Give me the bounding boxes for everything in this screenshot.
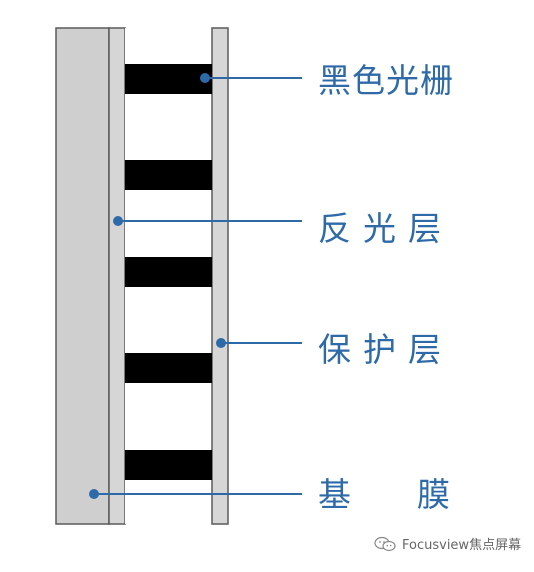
protective-layer bbox=[211, 27, 229, 525]
leader-reflective bbox=[113, 216, 302, 226]
base-film-layer bbox=[55, 27, 110, 525]
watermark-text: Focusview焦点屏幕 bbox=[402, 538, 522, 553]
grating-bar bbox=[125, 450, 212, 480]
label-black-grating: 黑色光栅 bbox=[318, 61, 454, 100]
grating-bar bbox=[125, 160, 212, 190]
watermark: Focusview焦点屏幕 bbox=[374, 534, 521, 553]
label-protective-layer: 保护层 bbox=[318, 330, 453, 369]
label-base-film: 基 膜 bbox=[318, 475, 450, 514]
leader-base-film bbox=[89, 489, 302, 499]
leader-dot bbox=[200, 73, 210, 83]
leader-dot bbox=[113, 216, 123, 226]
grating-bar bbox=[125, 257, 212, 287]
grating-bar bbox=[125, 64, 212, 94]
leader-grating bbox=[200, 73, 302, 83]
leader-dot bbox=[89, 489, 99, 499]
black-grating-bars bbox=[125, 64, 212, 480]
leader-dot bbox=[216, 338, 226, 348]
leader-protective bbox=[216, 338, 302, 348]
wechat-icon bbox=[374, 536, 396, 551]
label-reflective-layer: 反光层 bbox=[318, 209, 453, 248]
grating-bar bbox=[125, 353, 212, 383]
reflective-layer-edge-strip bbox=[108, 27, 126, 525]
